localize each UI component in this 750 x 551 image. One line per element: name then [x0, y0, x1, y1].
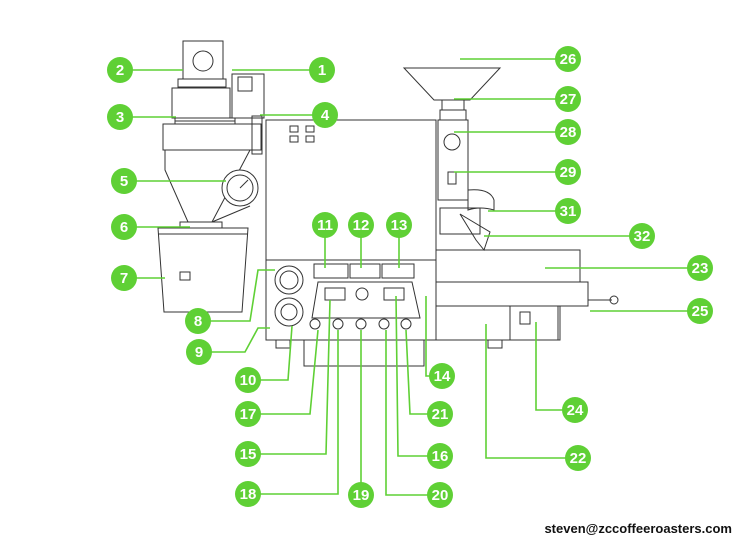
callout-7: 7	[111, 265, 137, 291]
callout-18: 18	[235, 481, 261, 507]
callout-11: 11	[312, 212, 338, 238]
leader-lines	[120, 58, 700, 496]
callout-12: 12	[348, 212, 374, 238]
callout-21: 21	[427, 401, 453, 427]
svg-text:19: 19	[353, 487, 370, 504]
callout-16: 16	[427, 443, 453, 469]
callout-8: 8	[185, 308, 211, 334]
svg-text:31: 31	[560, 203, 577, 220]
svg-text:21: 21	[432, 406, 449, 423]
svg-text:24: 24	[567, 402, 584, 419]
roaster-drawing	[157, 40, 619, 367]
svg-text:2: 2	[116, 62, 124, 79]
callout-26: 26	[555, 46, 581, 72]
callout-19: 19	[348, 482, 374, 508]
svg-text:32: 32	[634, 228, 651, 245]
svg-text:1: 1	[318, 62, 326, 79]
svg-text:20: 20	[432, 487, 449, 504]
callout-29: 29	[555, 159, 581, 185]
svg-text:12: 12	[353, 217, 370, 234]
callout-31: 31	[555, 198, 581, 224]
callout-2: 2	[107, 57, 133, 83]
contact-email: steven@zccoffeeroasters.com	[544, 521, 732, 536]
svg-text:26: 26	[560, 51, 577, 68]
svg-text:9: 9	[195, 344, 203, 361]
svg-text:11: 11	[317, 217, 333, 234]
svg-text:10: 10	[240, 372, 257, 389]
callout-13: 13	[386, 212, 412, 238]
callout-20: 20	[427, 482, 453, 508]
callout-3: 3	[107, 104, 133, 130]
svg-text:18: 18	[240, 486, 257, 503]
callout-9: 9	[186, 339, 212, 365]
svg-text:5: 5	[120, 173, 128, 190]
svg-text:6: 6	[120, 219, 128, 236]
callout-32: 32	[629, 223, 655, 249]
callout-28: 28	[555, 119, 581, 145]
svg-text:23: 23	[692, 260, 709, 277]
svg-text:4: 4	[321, 107, 330, 124]
svg-text:8: 8	[194, 313, 202, 330]
svg-text:22: 22	[570, 450, 587, 467]
callout-10: 10	[235, 367, 261, 393]
callout-23: 23	[687, 255, 713, 281]
svg-text:17: 17	[240, 406, 257, 423]
callout-24: 24	[562, 397, 588, 423]
callout-22: 22	[565, 445, 591, 471]
svg-text:7: 7	[120, 270, 128, 287]
svg-text:16: 16	[432, 448, 449, 465]
callout-25: 25	[687, 298, 713, 324]
svg-text:15: 15	[240, 446, 257, 463]
callout-5: 5	[111, 168, 137, 194]
svg-text:29: 29	[560, 164, 577, 181]
callout-17: 17	[235, 401, 261, 427]
svg-text:14: 14	[434, 368, 451, 385]
svg-text:25: 25	[692, 303, 709, 320]
svg-text:13: 13	[391, 217, 408, 234]
callout-14: 14	[429, 363, 455, 389]
callout-badges: 1 2 3 4 5 6 7 8 9 10 11 12 13 14 15 16 1…	[107, 46, 713, 508]
callout-1: 1	[309, 57, 335, 83]
callout-27: 27	[555, 86, 581, 112]
callout-4: 4	[312, 102, 338, 128]
svg-text:27: 27	[560, 91, 577, 108]
callout-6: 6	[111, 214, 137, 240]
svg-text:3: 3	[116, 109, 124, 126]
svg-text:28: 28	[560, 124, 577, 141]
callout-15: 15	[235, 441, 261, 467]
